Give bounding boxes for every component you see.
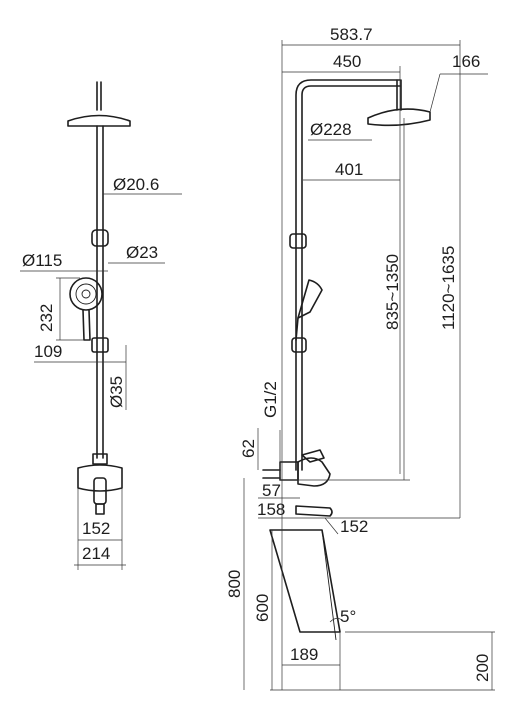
label-spout-reach: 152 xyxy=(340,517,368,536)
angle-arc xyxy=(329,618,343,623)
front-view: Ø20.6 Ø115 Ø23 232 109 Ø35 152 214 xyxy=(20,81,182,570)
label-inlet-offset: 62 xyxy=(239,439,258,458)
label-head-height: 166 xyxy=(452,52,480,71)
label-pipe-diameter: Ø35 xyxy=(107,376,126,408)
dim-leader-166 xyxy=(429,73,441,113)
sliding-bracket xyxy=(91,337,109,353)
label-inlet-spacing: 152 xyxy=(82,519,110,538)
label-holder-diameter: Ø23 xyxy=(126,243,158,262)
label-arm-diameter: Ø20.6 xyxy=(113,175,159,194)
label-mixer-depth: 57 xyxy=(262,481,281,500)
label-total-reach: 583.7 xyxy=(330,25,373,44)
riser-top xyxy=(96,81,102,111)
side-view: 583.7 450 166 Ø228 401 835~1350 1120~163… xyxy=(225,25,495,691)
label-thread-size: G1/2 xyxy=(261,381,280,418)
tub-slope-line xyxy=(321,529,337,641)
mixer-connector xyxy=(92,453,108,465)
hand-shower-hose-side xyxy=(295,317,299,341)
column-and-arm-outer xyxy=(295,79,401,471)
label-handheld-length: 232 xyxy=(37,304,56,332)
column-joint xyxy=(91,229,109,247)
hand-shower-ring xyxy=(75,283,97,305)
dim-leader-152 xyxy=(324,517,339,535)
label-bracket-width: 109 xyxy=(34,342,62,361)
hand-shower-handle xyxy=(82,309,91,341)
spout-front xyxy=(95,503,105,515)
label-tub-width: 189 xyxy=(290,645,318,664)
hand-shower-side xyxy=(297,279,323,319)
mixer-body-side xyxy=(297,457,331,487)
label-height-range-head: 835~1350 xyxy=(383,254,402,330)
label-base-height: 200 xyxy=(473,654,492,682)
label-height-range-total: 1120~1635 xyxy=(439,246,458,330)
column-joint-side xyxy=(289,233,307,249)
label-tub-angle: 5° xyxy=(340,607,356,626)
bracket-side xyxy=(291,337,307,353)
mixer-lever-side xyxy=(301,449,325,463)
hand-shower-head xyxy=(69,277,103,311)
hand-shower-center xyxy=(81,289,91,299)
label-floor-height: 800 xyxy=(225,570,244,598)
label-arm-length: 450 xyxy=(333,52,361,71)
label-arm-inner: 401 xyxy=(335,160,363,179)
bathtub-profile xyxy=(269,529,341,633)
label-mixer-depth-total: 158 xyxy=(257,500,285,519)
label-overhead-diameter: Ø228 xyxy=(310,120,352,139)
overhead-shower-front xyxy=(67,114,131,127)
overhead-shower-side xyxy=(367,108,431,127)
label-tub-height: 600 xyxy=(253,594,272,622)
label-mixer-width: 214 xyxy=(82,544,110,563)
label-head-diameter: Ø115 xyxy=(22,251,62,270)
column-and-arm-inner xyxy=(301,85,401,471)
spout-side xyxy=(295,505,333,517)
